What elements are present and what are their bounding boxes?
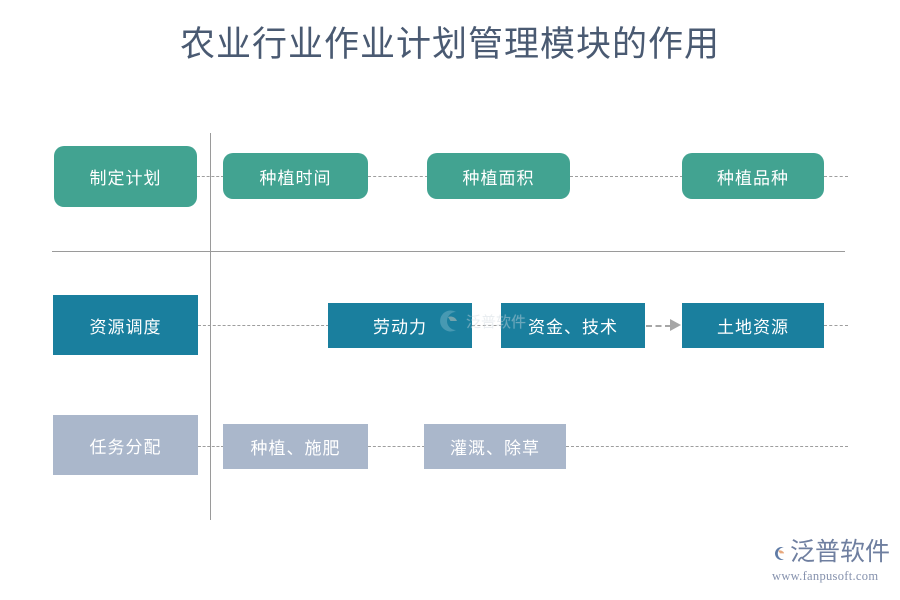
item-box-row2-1[interactable]: 资金、技术: [501, 303, 645, 348]
horizontal-divider-line: [52, 251, 845, 252]
item-box-row3-1[interactable]: 灌溉、除草: [424, 424, 566, 469]
brand-name: 泛普软件: [789, 539, 890, 566]
connector-row1-a: [197, 176, 224, 177]
item-box-row1-2[interactable]: 种植品种: [682, 153, 824, 199]
connector-row2-c: [824, 325, 848, 326]
page-title: 农业行业作业计划管理模块的作用: [179, 25, 720, 64]
connector-row2-arrow-line: [646, 325, 671, 327]
connector-row3-a: [198, 446, 224, 447]
connector-row1-b: [368, 176, 428, 177]
category-box-row3[interactable]: 任务分配: [53, 415, 198, 475]
connector-row1-c: [570, 176, 683, 177]
category-box-row1[interactable]: 制定计划: [54, 146, 197, 207]
item-box-row1-0[interactable]: 种植时间: [223, 153, 368, 199]
connector-row3-c: [566, 446, 848, 447]
category-box-row2[interactable]: 资源调度: [53, 295, 198, 355]
connector-row2-arrow-head: [670, 319, 681, 331]
item-box-row2-0[interactable]: 劳动力: [328, 303, 472, 348]
fanpu-swoosh-icon: [774, 546, 785, 560]
item-box-row1-1[interactable]: 种植面积: [427, 153, 570, 199]
item-box-row2-2[interactable]: 土地资源: [682, 303, 824, 348]
connector-row3-b: [368, 446, 425, 447]
vertical-divider-line: [210, 133, 211, 520]
brand-logo-row: 泛普软件: [772, 538, 890, 568]
item-box-row3-0[interactable]: 种植、施肥: [223, 424, 368, 469]
connector-row1-d: [824, 176, 848, 177]
brand-url: www.fanpusoft.com: [772, 569, 879, 583]
connector-row2-a: [198, 325, 329, 326]
connector-row2-b: [472, 325, 502, 326]
brand-logo[interactable]: 泛普软件 www.fanpusoft.com: [772, 538, 890, 586]
